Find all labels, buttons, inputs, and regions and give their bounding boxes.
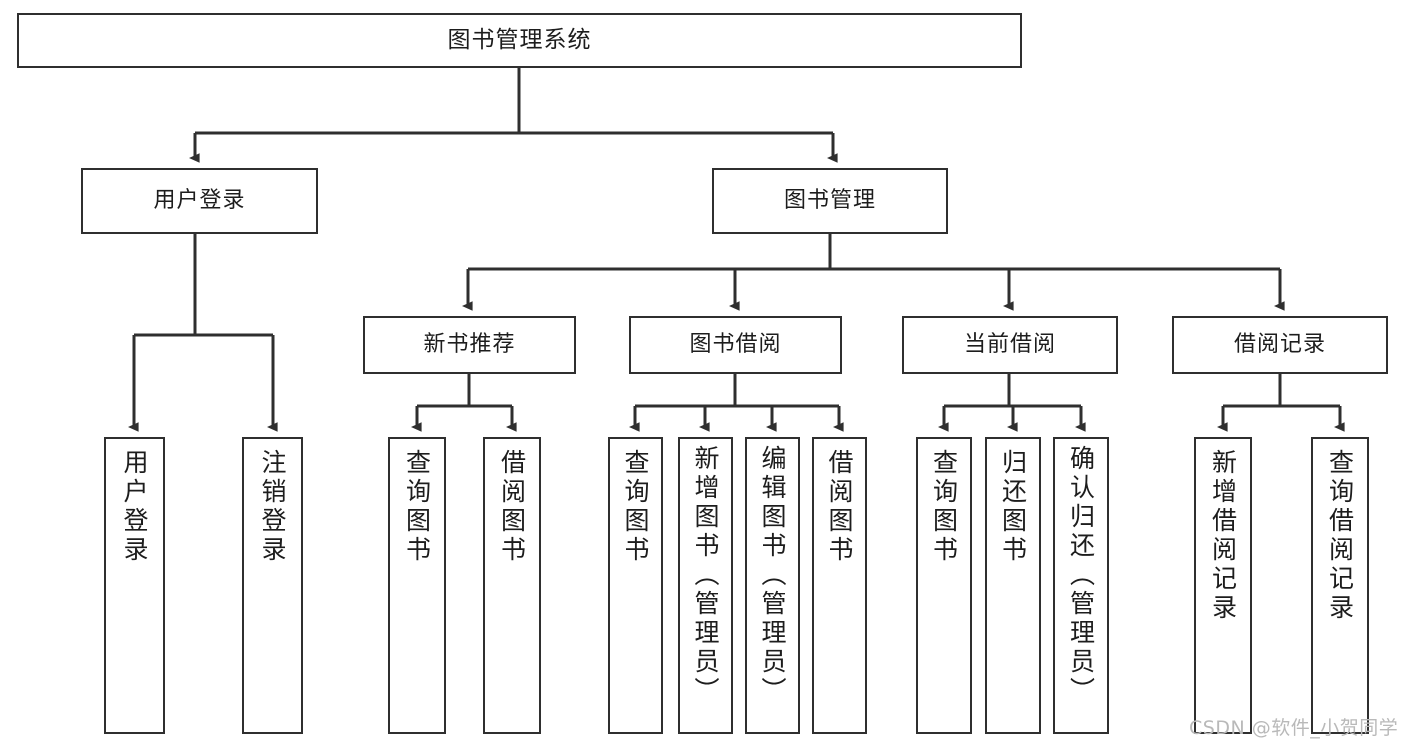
node-leaf-query-record-label: 查询借阅记录 bbox=[1325, 449, 1355, 623]
node-leaf-borrow-book-rec-label: 借阅图书 bbox=[497, 449, 527, 565]
node-user-login-label: 用户登录 bbox=[153, 188, 246, 214]
node-leaf-query-book-current[interactable]: 查询图书 bbox=[916, 437, 972, 734]
node-leaf-add-book[interactable]: 新增图书（管理员） bbox=[678, 437, 733, 734]
node-leaf-logout-label: 注销登录 bbox=[258, 449, 287, 565]
node-leaf-user-login[interactable]: 用户登录 bbox=[104, 437, 165, 734]
node-leaf-borrow-book[interactable]: 借阅图书 bbox=[812, 437, 867, 734]
node-new-book-recommend-label: 新书推荐 bbox=[423, 332, 516, 358]
node-leaf-logout[interactable]: 注销登录 bbox=[242, 437, 303, 734]
node-leaf-query-book-rec-label: 查询图书 bbox=[402, 449, 432, 565]
node-user-login[interactable]: 用户登录 bbox=[81, 168, 318, 234]
node-book-borrow[interactable]: 图书借阅 bbox=[629, 316, 842, 374]
node-root-label: 图书管理系统 bbox=[447, 26, 592, 53]
node-root[interactable]: 图书管理系统 bbox=[17, 13, 1022, 68]
node-leaf-borrow-book-label: 借阅图书 bbox=[825, 449, 854, 565]
node-leaf-return-book-label: 归还图书 bbox=[998, 449, 1028, 565]
node-leaf-borrow-book-rec[interactable]: 借阅图书 bbox=[483, 437, 541, 734]
node-leaf-confirm-return-label: 确认归还（管理员） bbox=[1066, 445, 1096, 706]
node-book-management[interactable]: 图书管理 bbox=[712, 168, 948, 234]
node-leaf-add-record-label: 新增借阅记录 bbox=[1208, 449, 1238, 623]
node-book-borrow-label: 图书借阅 bbox=[689, 332, 782, 358]
node-leaf-edit-book-label: 编辑图书（管理员） bbox=[758, 445, 787, 706]
node-current-borrow-label: 当前借阅 bbox=[963, 332, 1056, 358]
node-book-management-label: 图书管理 bbox=[783, 188, 876, 214]
node-leaf-return-book[interactable]: 归还图书 bbox=[985, 437, 1041, 734]
csdn-watermark: CSDN @软件_小贺同学 bbox=[1189, 717, 1399, 739]
node-leaf-add-record[interactable]: 新增借阅记录 bbox=[1194, 437, 1252, 734]
node-leaf-query-book-rec[interactable]: 查询图书 bbox=[388, 437, 446, 734]
node-leaf-query-book-borrow-label: 查询图书 bbox=[621, 449, 650, 565]
node-borrow-records-label: 借阅记录 bbox=[1233, 332, 1326, 358]
node-new-book-recommend[interactable]: 新书推荐 bbox=[363, 316, 576, 374]
node-leaf-query-book-current-label: 查询图书 bbox=[929, 449, 959, 565]
node-leaf-query-book-borrow[interactable]: 查询图书 bbox=[608, 437, 663, 734]
node-leaf-add-book-label: 新增图书（管理员） bbox=[691, 445, 720, 706]
node-current-borrow[interactable]: 当前借阅 bbox=[902, 316, 1118, 374]
node-leaf-user-login-label: 用户登录 bbox=[120, 449, 149, 565]
node-borrow-records[interactable]: 借阅记录 bbox=[1172, 316, 1388, 374]
node-leaf-confirm-return[interactable]: 确认归还（管理员） bbox=[1053, 437, 1109, 734]
node-leaf-query-record[interactable]: 查询借阅记录 bbox=[1311, 437, 1369, 734]
node-leaf-edit-book[interactable]: 编辑图书（管理员） bbox=[745, 437, 800, 734]
